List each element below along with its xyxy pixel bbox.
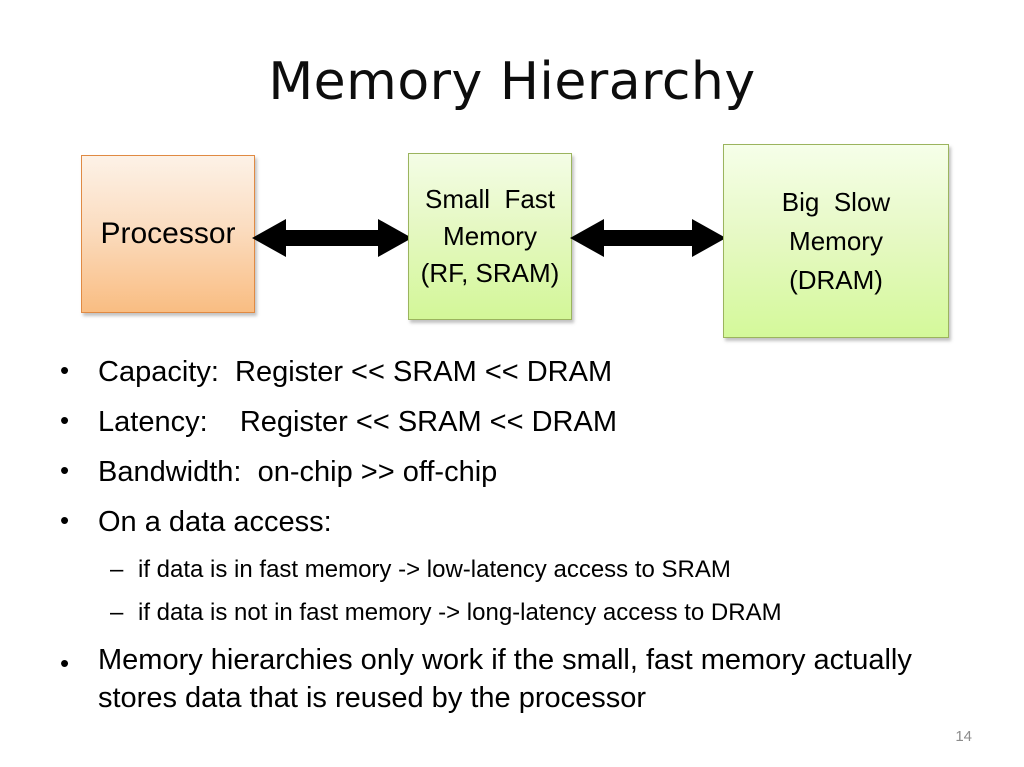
bullet-text: if data is not in fast memory -> long-la… (138, 599, 782, 627)
diagram-box-small-fast-memory: Small Fast Memory (RF, SRAM) (408, 153, 572, 320)
bullet-item-hierarchy-reuse: • Memory hierarchies only work if the sm… (52, 641, 992, 718)
diagram-box-big-slow-memory-line-1: Big Slow (781, 186, 891, 217)
page-number: 14 (955, 728, 972, 745)
bullet-text: On a data access: (98, 505, 332, 538)
diagram-box-small-fast-memory-line-2: Memory (443, 221, 537, 252)
bullet-item-fast-memory-miss: – if data is not in fast memory -> long-… (52, 591, 992, 635)
diagram-box-big-slow-memory-line-3: (DRAM) (789, 264, 883, 295)
bullet-text: Bandwidth: on-chip >> off-chip (98, 455, 498, 488)
bullet-text: Latency: Register << SRAM << DRAM (98, 405, 617, 438)
connector-processor-to-fast-memory (252, 216, 412, 260)
bullet-item-capacity: • Capacity: Register << SRAM << DRAM (52, 348, 992, 398)
diagram-box-small-fast-memory-line-1: Small Fast (424, 184, 556, 215)
bullet-marker: • (60, 355, 70, 385)
bullet-text: if data is in fast memory -> low-latency… (138, 555, 731, 583)
bullet-list: • Capacity: Register << SRAM << DRAM • L… (52, 348, 992, 717)
bullet-marker: – (110, 599, 124, 627)
diagram-box-big-slow-memory-line-2: Memory (789, 225, 883, 256)
bullet-item-latency: • Latency: Register << SRAM << DRAM (52, 398, 992, 448)
bullet-text: Memory hierarchies only work if the smal… (98, 643, 920, 715)
bullet-marker: • (60, 404, 70, 435)
bullet-item-bandwidth: • Bandwidth: on-chip >> off-chip (52, 448, 992, 498)
bullet-item-fast-memory-hit: – if data is in fast memory -> low-laten… (52, 548, 992, 592)
memory-hierarchy-diagram: Processor Small Fast Memory (RF, SRAM) B… (0, 0, 1024, 360)
bullet-item-on-data-access: • On a data access: (52, 498, 992, 548)
diagram-box-big-slow-memory: Big Slow Memory (DRAM) (723, 144, 949, 338)
bullet-text: Capacity: Register << SRAM << DRAM (98, 356, 613, 388)
bullet-marker: – (110, 555, 124, 583)
bullet-marker: • (60, 647, 70, 678)
bullet-marker: • (60, 454, 70, 485)
bullet-marker: • (60, 504, 70, 535)
diagram-box-processor: Processor (81, 155, 255, 313)
diagram-box-small-fast-memory-line-3: (RF, SRAM) (420, 257, 560, 288)
connector-fast-memory-to-slow-memory (570, 216, 726, 260)
page-title: Memory Hierarchy (268, 52, 756, 112)
diagram-box-processor-line-1: Processor (100, 217, 236, 250)
